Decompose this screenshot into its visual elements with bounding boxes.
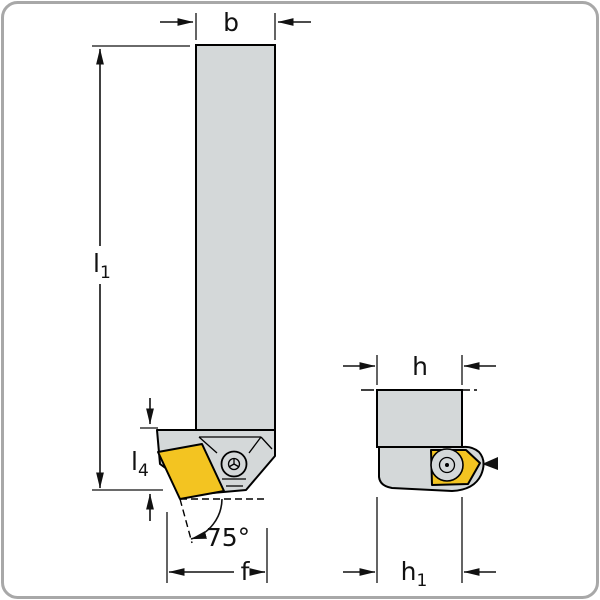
angle-arc xyxy=(190,498,223,540)
front-view: b l1 l4 75° f xyxy=(92,8,311,586)
dimension-l1: l1 xyxy=(92,45,190,491)
side-view: h h1 xyxy=(343,352,498,591)
dimension-h1: h1 xyxy=(343,497,496,591)
dimension-h: h xyxy=(343,352,496,385)
dimension-l4-base: l xyxy=(131,447,138,476)
feed-direction-arrow-icon xyxy=(482,457,498,470)
dimension-h1-base: h xyxy=(401,557,417,586)
dimension-b: b xyxy=(160,8,311,40)
dimension-b-label: b xyxy=(223,8,239,37)
dimension-f-label: f xyxy=(241,557,251,586)
dimension-h-label: h xyxy=(412,352,428,381)
clamp-screw xyxy=(220,450,248,478)
dimension-l4-sub: 4 xyxy=(138,461,149,481)
clamp-detail-lines xyxy=(198,436,273,487)
dimension-l1-sub: 1 xyxy=(100,263,111,283)
dimension-l4-label: l4 xyxy=(131,447,149,481)
dimension-h1-label: h1 xyxy=(401,557,428,591)
dimension-l1-label: l1 xyxy=(93,249,111,283)
tool-shank xyxy=(195,44,276,431)
entering-angle: 75° xyxy=(179,498,268,552)
torx-socket-icon xyxy=(228,458,240,468)
entering-angle-label: 75° xyxy=(206,523,250,552)
clamp-screw-side xyxy=(430,448,464,482)
dimension-l1-base: l xyxy=(93,249,100,278)
dimension-f: f xyxy=(166,512,268,586)
tool-shank-side xyxy=(376,389,463,448)
cutting-insert xyxy=(157,443,225,500)
dimension-l4: l4 xyxy=(131,398,158,521)
dimension-h1-sub: 1 xyxy=(417,571,428,591)
